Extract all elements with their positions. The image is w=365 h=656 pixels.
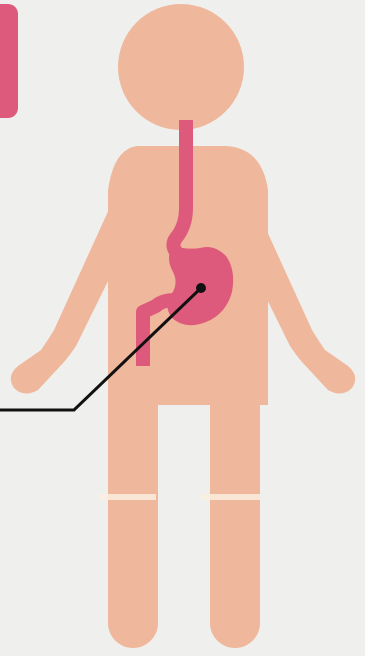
side-tab	[0, 4, 18, 118]
head-shape	[118, 4, 244, 130]
pointer-dot	[196, 283, 206, 293]
band-left	[100, 494, 156, 500]
band-right	[202, 494, 260, 500]
right-leg-shape	[210, 380, 260, 648]
left-leg-shape	[108, 380, 158, 648]
